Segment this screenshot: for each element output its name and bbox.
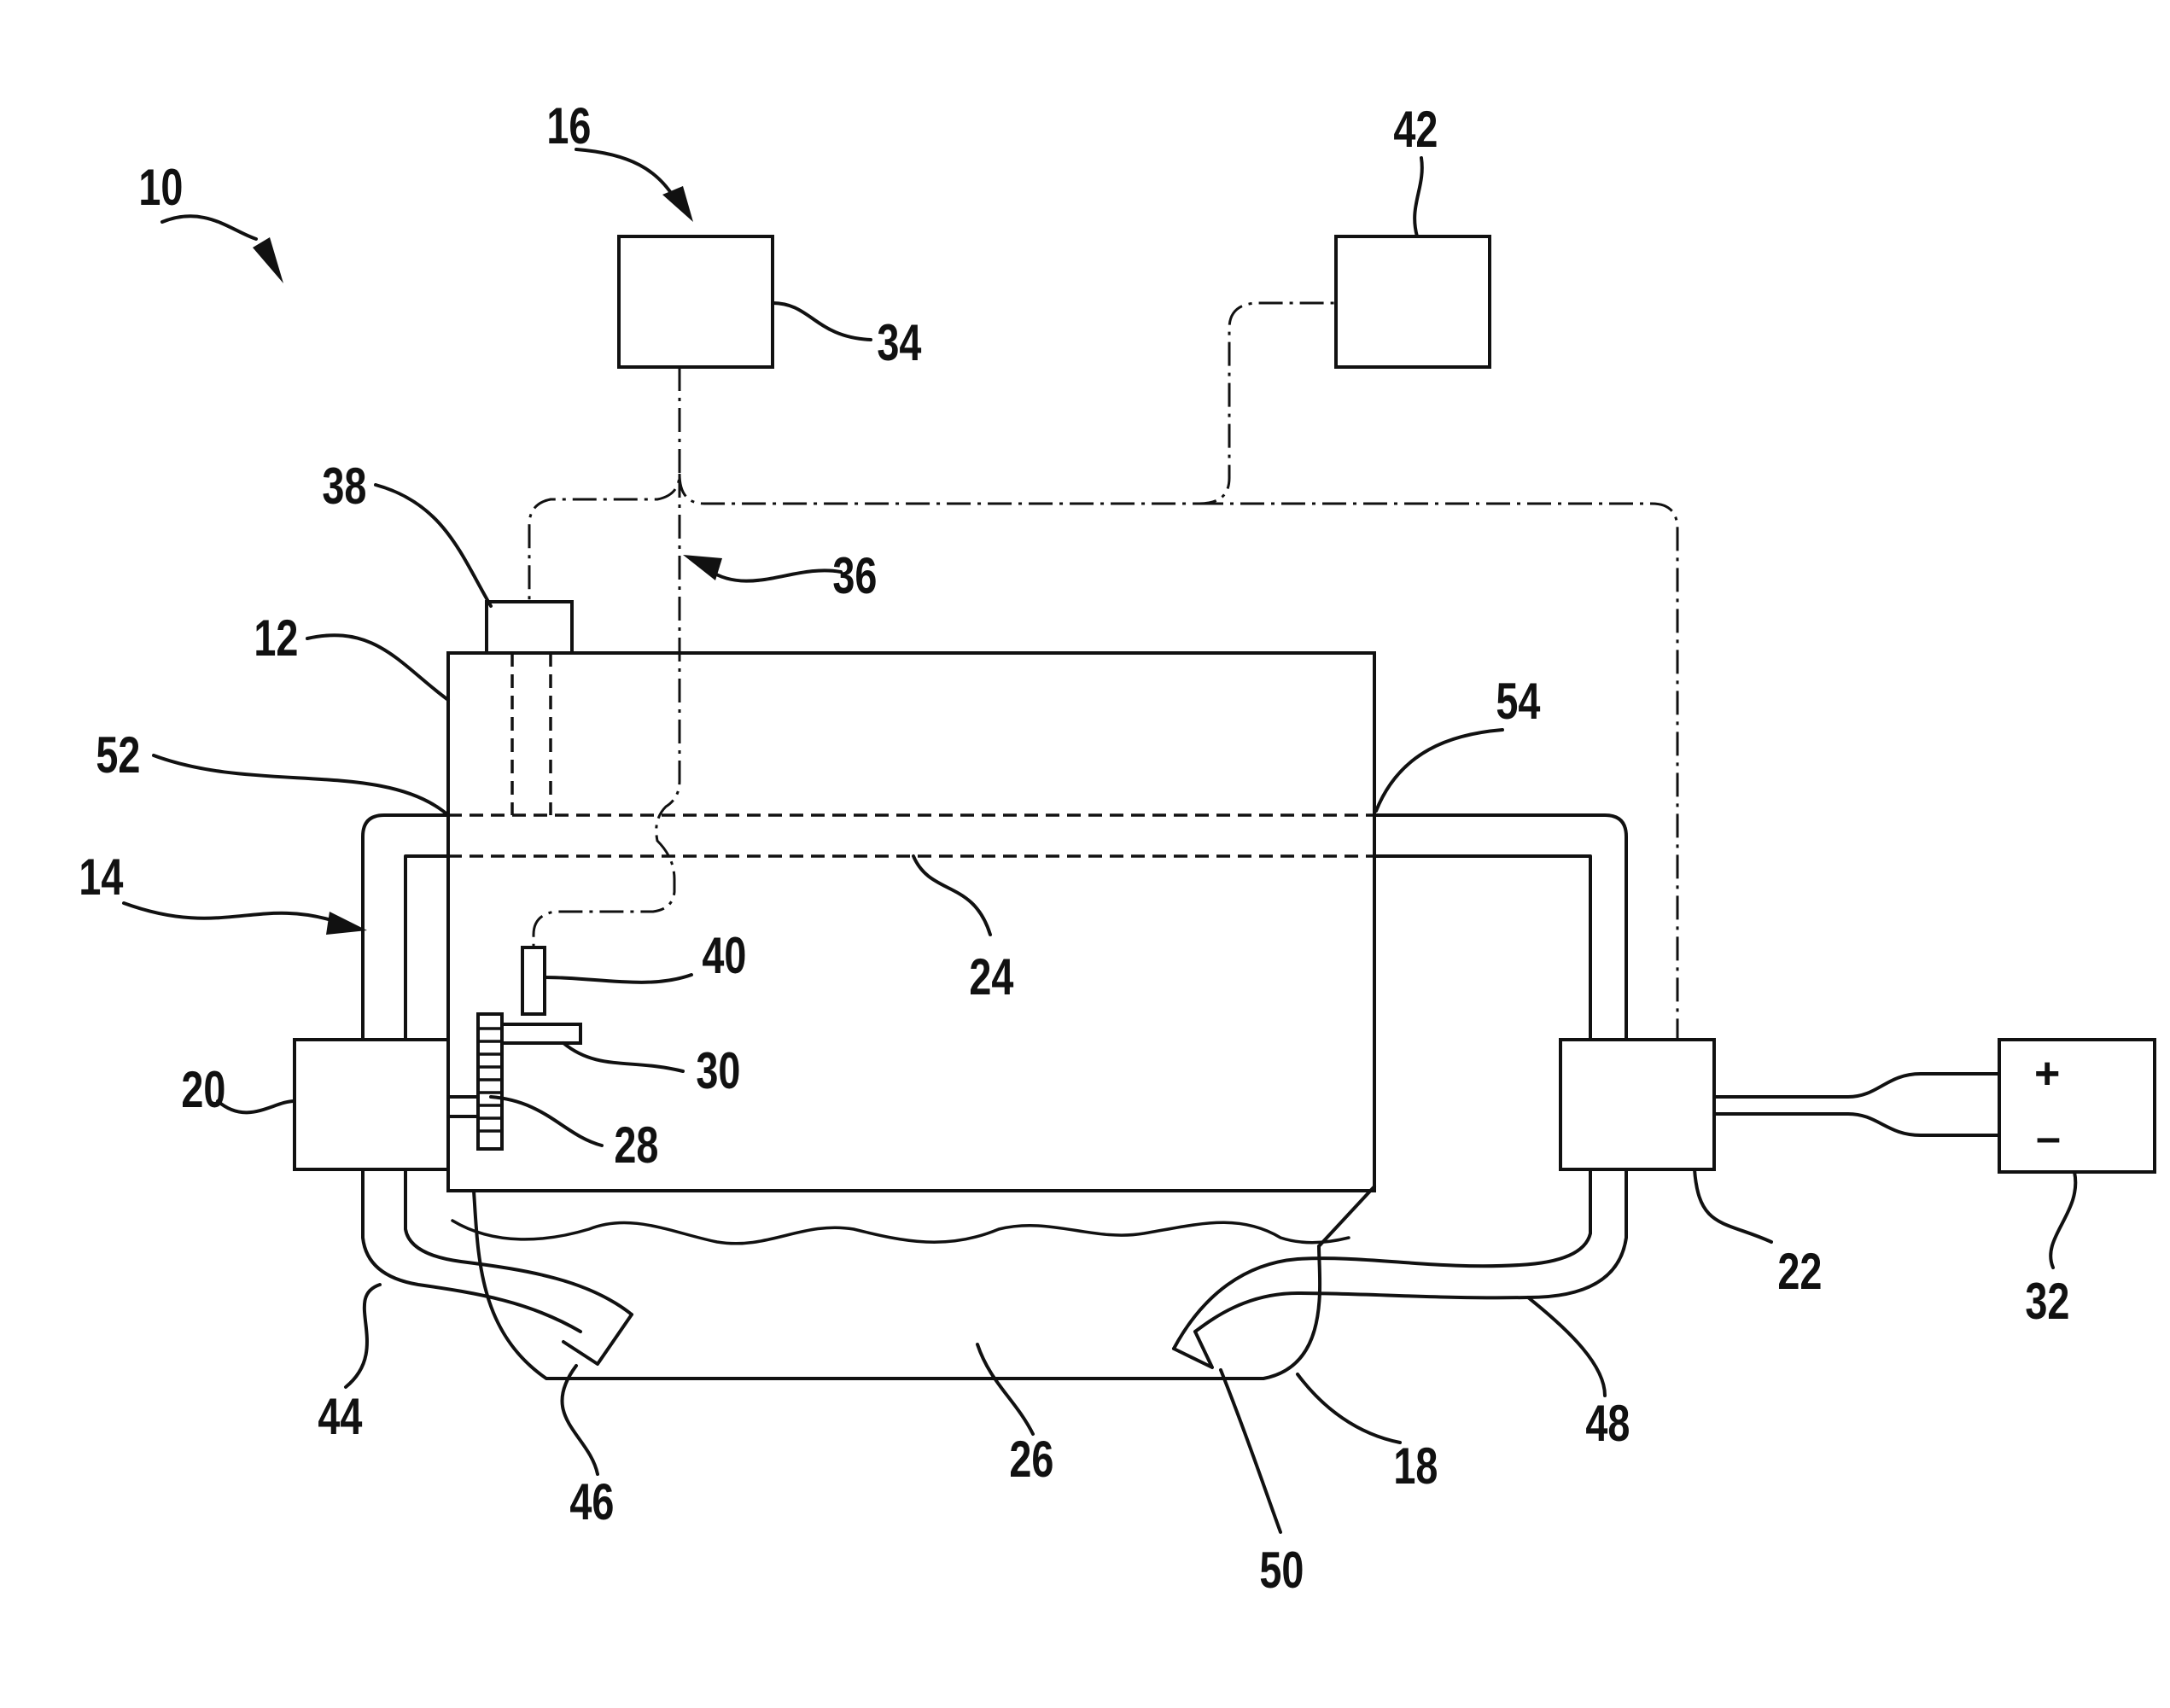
controller-box [619,236,773,367]
battery-minus-symbol: – [2036,1113,2061,1163]
label-42: 42 [1393,101,1438,158]
battery-plus-symbol: + [2034,1049,2060,1099]
heat-exchanger-box [1560,1040,1714,1169]
label-30: 30 [696,1042,740,1099]
label-32: 32 [2025,1273,2069,1330]
label-50: 50 [1259,1542,1304,1599]
remote-device-box [1336,236,1490,367]
tank-housing [448,653,1374,1246]
label-38: 38 [322,458,366,515]
label-54: 54 [1496,673,1540,730]
label-18: 18 [1393,1437,1438,1495]
sensor-element [522,947,545,1014]
label-22: 22 [1777,1243,1822,1300]
label-14: 14 [79,848,123,906]
battery-assembly: + – [1714,1040,2155,1172]
pump-box [295,1040,448,1169]
label-20: 20 [181,1061,225,1118]
label-36: 36 [832,547,877,604]
label-48: 48 [1585,1395,1630,1452]
label-26: 26 [1009,1431,1053,1488]
label-28: 28 [614,1116,658,1174]
label-46: 46 [569,1473,614,1530]
fluid-reservoir [452,1191,1349,1379]
label-52: 52 [96,726,140,784]
label-34: 34 [877,314,921,371]
label-10: 10 [138,159,183,216]
label-44: 44 [318,1388,362,1445]
label-40: 40 [702,927,746,984]
label-24: 24 [969,948,1013,1006]
label-16: 16 [546,97,591,154]
label-12: 12 [254,609,298,667]
